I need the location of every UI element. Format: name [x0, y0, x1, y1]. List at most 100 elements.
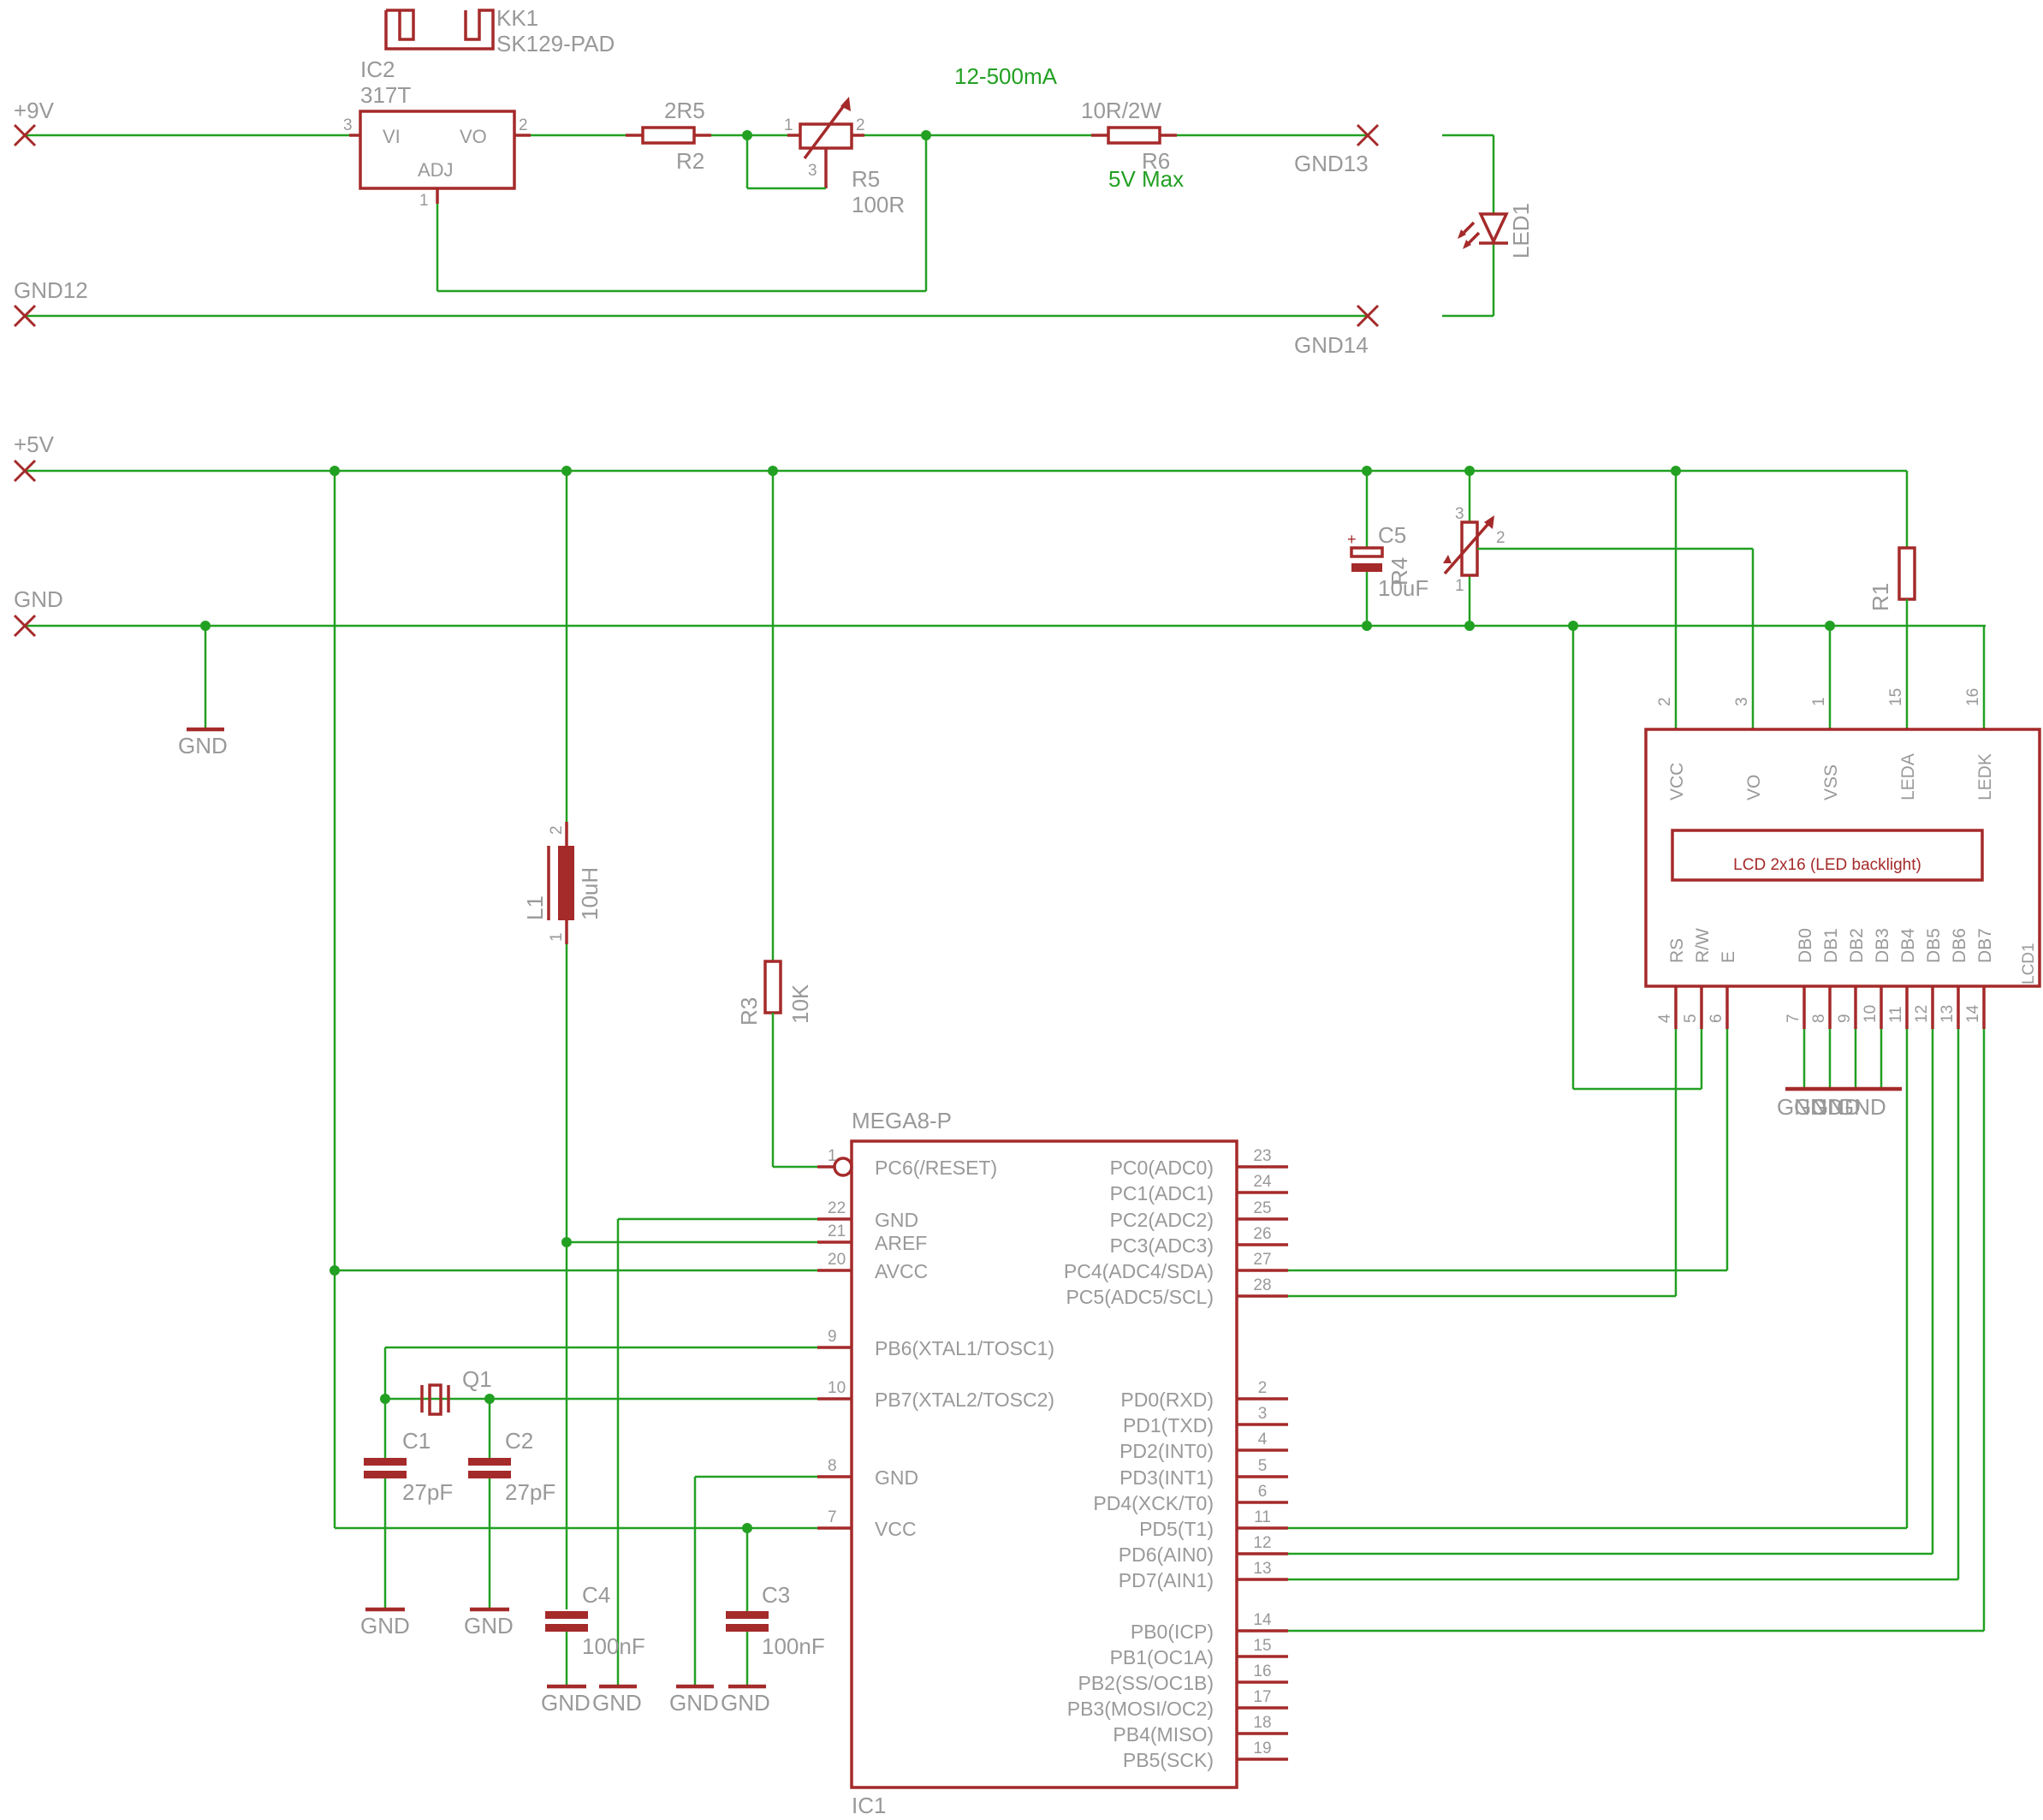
resistor-r1: R1 [1868, 471, 1916, 728]
lcd-pin-label: RS [1667, 938, 1687, 963]
lcd-pin-label: DB6 [1950, 928, 1969, 963]
gnd12-label: GND12 [14, 277, 88, 303]
regulator-pin1-num: 1 [419, 192, 429, 210]
mcu-pin-label: PB4(MISO) [1113, 1723, 1214, 1746]
lcd-pin: 4RS [1656, 938, 1687, 1029]
gnd14-label: GND14 [1294, 332, 1369, 358]
capacitor-c3: C3 100nF GND GND [669, 1528, 825, 1716]
r5-name: R5 [852, 166, 880, 192]
r4-pin3-num: 3 [1455, 505, 1464, 523]
c1-name: C1 [402, 1428, 431, 1454]
heatsink-value: SK129-PAD [496, 31, 615, 57]
mcu-pin-number: 2 [1258, 1379, 1268, 1397]
gnd13-label: GND13 [1294, 151, 1369, 176]
c3-gnd-label: GND [721, 1690, 770, 1716]
mcu-pin-number: 24 [1253, 1173, 1272, 1191]
mcu-pin-label: PB0(ICP) [1131, 1621, 1214, 1643]
mcu-pin-label: GND [875, 1209, 918, 1231]
supply-5v-label: +5V [14, 431, 55, 457]
lcd-pin: 3VO [1733, 697, 1764, 800]
mcu-pin-number: 14 [1253, 1611, 1272, 1629]
r3-name: R3 [736, 997, 762, 1026]
lcd-module: LCD 2x16 (LED backlight) LCD1 2VCC3VO1VS… [1644, 688, 2041, 1120]
lcd-name: LCD1 [2020, 943, 2038, 984]
lcd-pin-label: DB0 [1796, 928, 1815, 963]
regulator-pin2-num: 2 [519, 116, 528, 134]
lcd-pin: 7 DB0 [1785, 928, 1815, 1029]
lcd-db-gnd-label: GND [1777, 1094, 1826, 1120]
gnd-rail-x-marker [13, 614, 37, 638]
lcd-db-gnd-label: GND [1794, 1094, 1844, 1120]
heatsink-kk1: KK1 SK129-PAD [384, 5, 615, 57]
mcu-pin-label: PD2(INT0) [1119, 1440, 1214, 1462]
heatsink-name: KK1 [496, 5, 538, 31]
lcd-pin-number: 15 [1887, 688, 1905, 706]
mcu-pin-number: 22 [828, 1199, 846, 1217]
lcd-pin-label: DB1 [1821, 928, 1841, 963]
mcu-pin-number: 20 [828, 1251, 846, 1269]
c4-value: 100nF [582, 1633, 645, 1659]
mcu-pin-label: VCC [875, 1518, 917, 1540]
mcu-pin-label: PB1(OC1A) [1110, 1646, 1214, 1668]
lcd-db-gnd-label: GND [1811, 1094, 1861, 1120]
lcd-pin-label: DB3 [1873, 928, 1892, 963]
mcu-pin-number: 9 [828, 1328, 837, 1346]
supply-9v-label: +9V [14, 98, 55, 123]
r5-pin3-num: 3 [808, 162, 817, 180]
mcu-pin-number: 21 [828, 1222, 846, 1240]
lcd-pin-number: 12 [1913, 1005, 1931, 1023]
mcu-pin-label: PB6(XTAL1/TOSC1) [875, 1337, 1054, 1359]
lcd-pin-number: 1 [1810, 697, 1828, 706]
mcu-pin-label: PD1(TXD) [1123, 1414, 1214, 1436]
lcd-pin-label: LEDA [1898, 753, 1918, 800]
led1: LED1 [1442, 134, 1534, 318]
lcd-pin-label: DB2 [1847, 928, 1867, 963]
mcu-pin-number: 27 [1253, 1251, 1271, 1269]
mcu-pin-number: 18 [1253, 1714, 1271, 1732]
mcu-pin-label: PC5(ADC5/SCL) [1066, 1286, 1214, 1308]
lcd-pin-label: DB7 [1975, 928, 1995, 963]
mcu-pin-label: PD0(RXD) [1120, 1389, 1214, 1411]
c5-name: C5 [1378, 522, 1406, 548]
mcu-pin-label: AVCC [875, 1260, 928, 1282]
lcd-pin: 6E [1707, 951, 1738, 1029]
supply-5v-section: +5V GND GND + C5 10uF [13, 431, 1986, 1716]
lcd-pin-number: 7 [1785, 1014, 1802, 1023]
mcu-pin-label: PB7(XTAL2/TOSC2) [875, 1389, 1054, 1411]
r4-pin1-num: 1 [1455, 577, 1464, 595]
mcu-pin-number: 4 [1258, 1430, 1268, 1448]
junction [921, 130, 931, 140]
mcu-pin-label: AREF [875, 1232, 927, 1254]
crystal-q1: Q1 [420, 1366, 492, 1416]
r1-name: R1 [1868, 583, 1893, 611]
r6-name: R6 [1142, 148, 1170, 174]
mcu-name: IC1 [852, 1793, 886, 1818]
lcd-pin-label: DB4 [1898, 928, 1918, 963]
junction [200, 621, 211, 631]
mcu-pin-label: PD5(T1) [1139, 1518, 1214, 1540]
mcu-pin-label: PD4(XCK/T0) [1093, 1492, 1214, 1514]
c2-name: C2 [505, 1428, 533, 1454]
r4-name: R4 [1387, 557, 1412, 586]
l1-name: L1 [522, 895, 548, 920]
mcu-left-pins: 1PC6(/RESET)22GND21AREF20AVCC9PB6(XTAL1/… [817, 1147, 1054, 1540]
r6-value: 10R/2W [1081, 98, 1161, 123]
mcu-pin-number: 17 [1253, 1688, 1271, 1706]
